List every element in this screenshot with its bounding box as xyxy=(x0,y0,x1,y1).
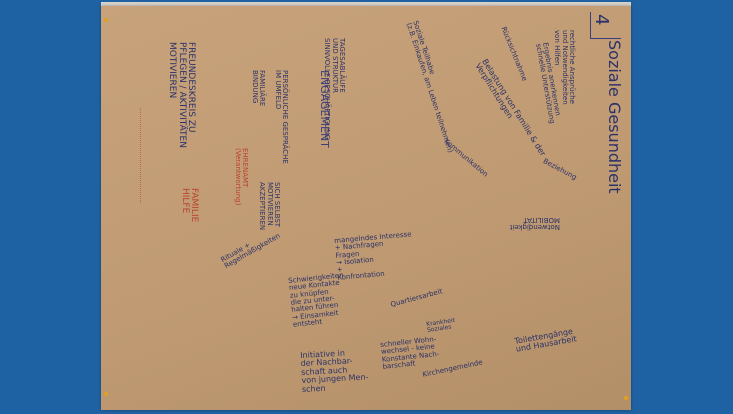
note-familie-hilfe: FAMILIE HILFE xyxy=(179,188,199,223)
pin-bottom-right xyxy=(624,396,628,400)
brown-paper-poster xyxy=(101,6,631,410)
pin-bottom-left xyxy=(104,392,108,396)
note-familiaere-bindung: FAMILIÄRE BINDUNG xyxy=(250,70,266,107)
poster-number: 4 xyxy=(591,14,612,26)
pin-top-left xyxy=(104,18,108,22)
note-mobilitaet: Notwendigkeit MOBILITÄT xyxy=(509,215,560,231)
title-box xyxy=(590,12,621,39)
note-engagement: ENGAGEMENT xyxy=(318,70,331,148)
note-red-small xyxy=(140,108,161,203)
note-schneller-wohnwechsel: schneller Wohn- wechsel - keine Konstant… xyxy=(379,335,440,371)
note-initiative-nachbarschaft: Initiative in der Nachbar- schaft auch v… xyxy=(299,348,369,394)
note-schwierigkeiten: Schwierigkeiten neue Kontakte zu knüpfen… xyxy=(287,271,344,329)
note-ehrenamt: EHRENAMT (Verantwortung) xyxy=(233,148,249,206)
note-freundeskreis: FREUNDESKREIS ZU PFLEGEN / AKTIVITÄTEN M… xyxy=(167,42,196,148)
note-sich-selbst-motivieren: SICH SELBST MOTIVIEREN AKZEPTIEREN xyxy=(258,182,281,231)
note-mangelndes-interesse: mangelndes Interesse + Nachfragen Fragen… xyxy=(333,230,412,282)
note-persoenliche-gespraeche: PERSÖNLICHE GESPRÄCHE IM UMFELD xyxy=(273,70,289,164)
poster-title: Soziale Gesundheit xyxy=(605,40,624,194)
